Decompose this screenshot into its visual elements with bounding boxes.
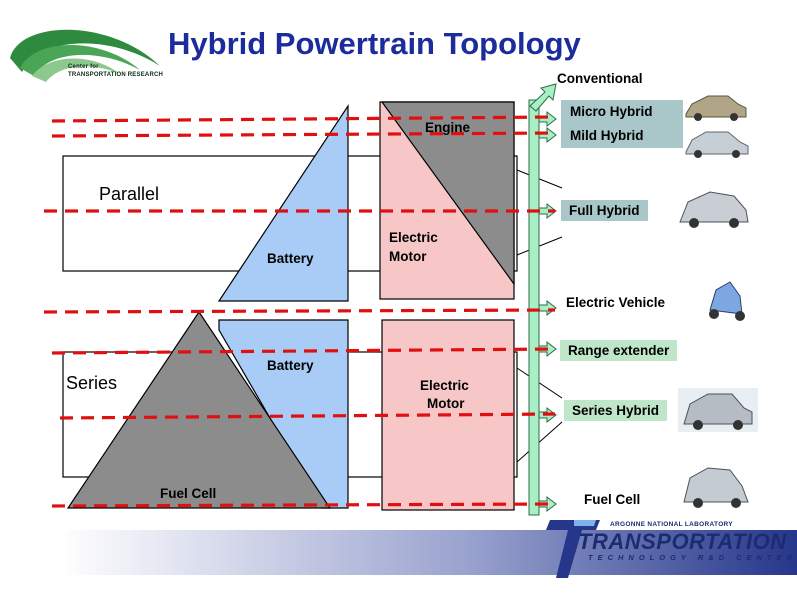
transportation-t-logo-icon bbox=[546, 520, 600, 578]
vehicle-axis-bar bbox=[528, 99, 540, 516]
car-icon-full-hybrid bbox=[679, 191, 749, 228]
micro-hybrid-label: Micro Hybrid bbox=[570, 104, 653, 119]
battery-top-label: Battery bbox=[267, 251, 314, 266]
fuel-cell-block bbox=[66, 310, 332, 509]
micro-mild-hybrid-box bbox=[561, 100, 683, 148]
battery-block-top bbox=[217, 104, 349, 302]
footer-lab-name: ARGONNE NATIONAL LABORATORY bbox=[610, 521, 733, 528]
electric-motor-top-label-2: Motor bbox=[389, 249, 427, 264]
footer-sub-name: TECHNOLOGY R&D CENTER bbox=[588, 553, 797, 562]
full-hybrid-label: Full Hybrid bbox=[561, 200, 648, 221]
logo-text-line2: Transportation Research bbox=[68, 72, 164, 78]
engine-block bbox=[380, 101, 515, 286]
fuel-cell-vehicle-label: Fuel Cell bbox=[584, 492, 641, 507]
car-icon-electric-vehicle bbox=[709, 281, 745, 321]
electric-motor-bottom-label-1: Electric bbox=[420, 378, 469, 393]
parallel-label: Parallel bbox=[99, 184, 160, 204]
page-title: Hybrid Powertrain Topology bbox=[168, 26, 581, 61]
series-label: Series bbox=[66, 373, 118, 393]
logo-swoosh-icon bbox=[10, 29, 160, 82]
conventional-label: Conventional bbox=[557, 71, 643, 86]
electric-vehicle-label: Electric Vehicle bbox=[566, 295, 666, 310]
series-hybrid-label: Series Hybrid bbox=[564, 400, 668, 421]
car-icon-fuel-cell bbox=[683, 467, 749, 508]
logo-text-line1: Center for bbox=[68, 64, 99, 70]
battery-bottom-label: Battery bbox=[267, 358, 314, 373]
battery-block-bottom bbox=[218, 319, 349, 509]
red-dashed-lines bbox=[43, 115, 556, 508]
mild-hybrid-label: Mild Hybrid bbox=[570, 128, 644, 143]
conventional-arrow bbox=[529, 83, 557, 112]
car-icon-series-hybrid bbox=[678, 388, 758, 432]
car-icon-micro-hybrid bbox=[685, 95, 747, 121]
footer-band bbox=[60, 530, 797, 575]
electric-motor-bottom-label-2: Motor bbox=[427, 396, 465, 411]
fuel-cell-block-label: Fuel Cell bbox=[160, 486, 217, 501]
range-extender-label: Range extender bbox=[560, 340, 678, 361]
footer-org-name: TRANSPORTATION bbox=[578, 529, 787, 554]
car-icon-mild-hybrid bbox=[685, 131, 749, 158]
engine-label: Engine bbox=[425, 120, 471, 135]
electric-motor-top-label-1: Electric bbox=[389, 230, 438, 245]
